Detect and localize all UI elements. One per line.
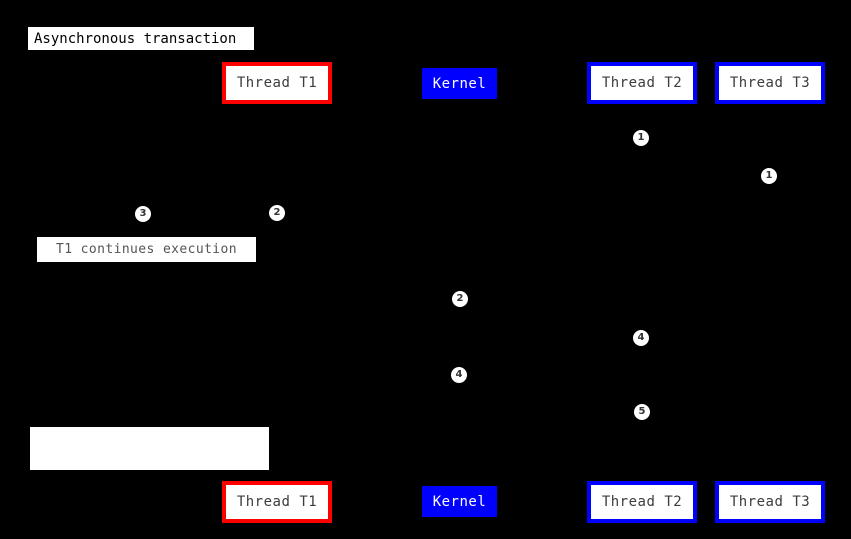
step-badge-2-t1: 2 [269,205,285,221]
lifeline-t1 [277,104,278,481]
lifeline-foot-t1-label: Thread T1 [236,494,318,510]
lifeline-head-kernel-label: Kernel [432,75,487,92]
lifeline-head-t2-label: Thread T2 [601,75,683,91]
lifeline-head-t3-label: Thread T3 [729,75,811,91]
lifeline-t2 [642,104,643,481]
step-badge-4-t2: 4 [633,330,649,346]
note-t1-continues-label: T1 continues execution [56,242,237,257]
lifeline-foot-t3[interactable]: Thread T3 [715,481,825,523]
lifeline-head-t2[interactable]: Thread T2 [587,62,697,104]
step-badge-2-kernel: 2 [452,291,468,307]
lifeline-head-t3[interactable]: Thread T3 [715,62,825,104]
step-badge-3-t1: 3 [135,206,151,222]
lifeline-head-kernel[interactable]: Kernel [422,68,497,99]
step-badge-1-t2: 1 [633,130,649,146]
lifeline-foot-kernel-label: Kernel [432,493,487,510]
lifeline-foot-t2[interactable]: Thread T2 [587,481,697,523]
lifeline-foot-t1[interactable]: Thread T1 [222,481,332,523]
diagram-title: Asynchronous transaction [27,26,255,51]
note-blank [30,427,269,470]
lifeline-foot-t3-label: Thread T3 [729,494,811,510]
lifeline-foot-t2-label: Thread T2 [601,494,683,510]
note-t1-continues: T1 continues execution [36,236,257,263]
diagram-title-label: Asynchronous transaction [34,30,237,47]
step-badge-1-t3: 1 [761,168,777,184]
lifeline-foot-kernel[interactable]: Kernel [422,486,497,517]
lifeline-head-t1[interactable]: Thread T1 [222,62,332,104]
lifeline-t3 [770,104,771,481]
step-badge-4-kernel: 4 [451,367,467,383]
lifeline-head-t1-label: Thread T1 [236,75,318,91]
step-badge-5-t2: 5 [634,404,650,420]
